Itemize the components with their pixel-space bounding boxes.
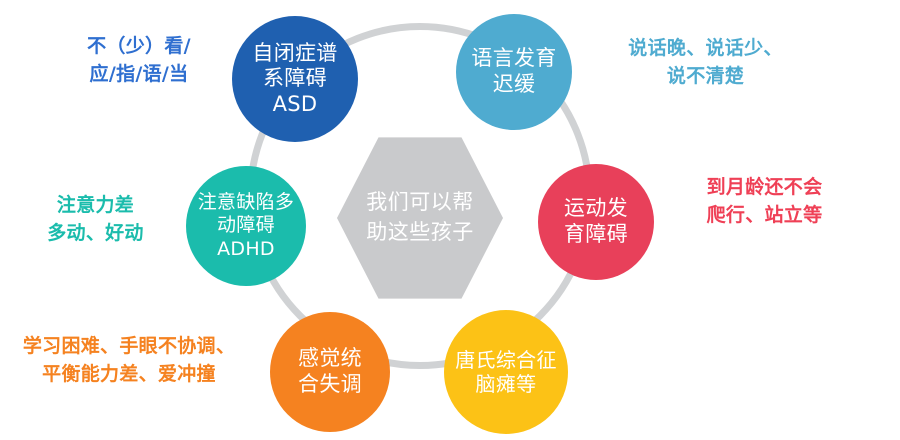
node-label-speech-delay: 语言发育 迟缓 [471, 46, 557, 96]
node-label-sensory-integration: 感觉统 合失调 [298, 346, 362, 396]
node-circle-asd[interactable]: 自闭症谱 系障碍 ASD [232, 16, 358, 142]
node-label-asd: 自闭症谱 系障碍 ASD [252, 40, 338, 116]
center-hexagon-label: 我们可以帮 助这些孩子 [366, 190, 474, 244]
caption-sensory-integration: 学习困难、手眼不协调、 平衡能力差、爱冲撞 [22, 335, 236, 385]
node-circle-motor-disorder[interactable]: 运动发 育障碍 [538, 164, 654, 280]
node-circle-sensory-integration[interactable]: 感觉统 合失调 [270, 312, 390, 432]
node-label-adhd: 注意缺陷多 动障碍 ADHD [197, 191, 295, 260]
caption-speech-delay: 说话晚、说话少、 说不清楚 [628, 37, 783, 87]
node-circle-adhd[interactable]: 注意缺陷多 动障碍 ADHD [186, 166, 306, 286]
caption-adhd: 注意力差 多动、好动 [47, 194, 144, 244]
caption-motor-disorder: 到月龄还不会 爬行、站立等 [706, 176, 823, 226]
node-label-motor-disorder: 运动发 育障碍 [564, 196, 628, 246]
caption-asd: 不（少）看/ 应/指/语/当 [87, 35, 191, 85]
center-hexagon: 我们可以帮 助这些孩子 [337, 134, 503, 302]
node-label-downs-syndrome: 唐氏综合征 脑瘫等 [455, 347, 557, 396]
node-circle-speech-delay[interactable]: 语言发育 迟缓 [456, 14, 572, 130]
node-circle-downs-syndrome[interactable]: 唐氏综合征 脑瘫等 [444, 310, 568, 434]
center-hexagon-shape: 我们可以帮 助这些孩子 [337, 137, 503, 299]
